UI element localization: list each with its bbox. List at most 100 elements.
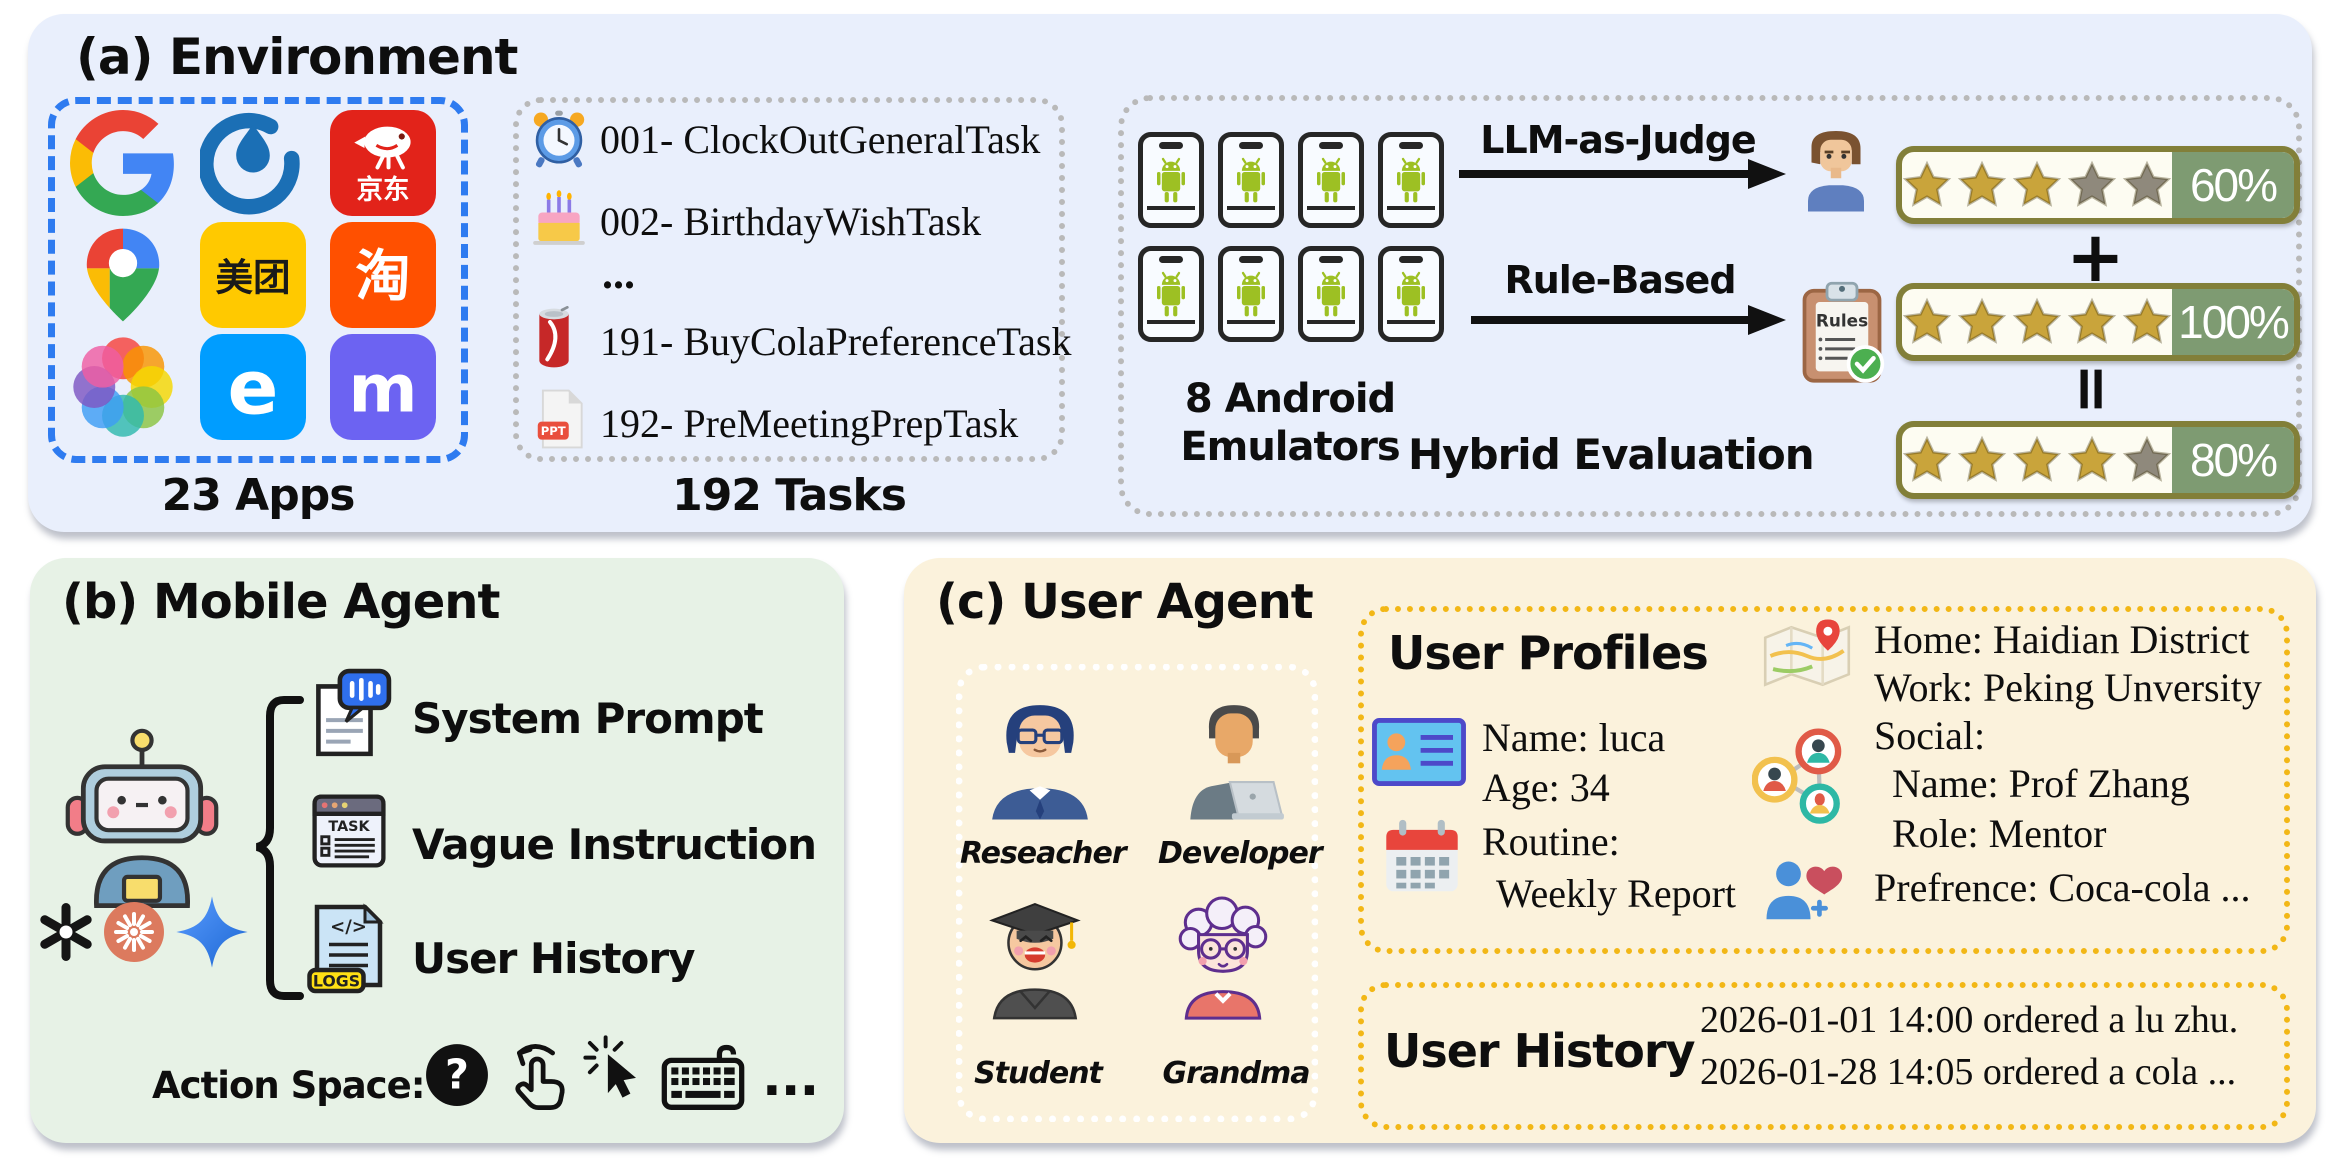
claude-logo-icon xyxy=(104,902,164,962)
mastodon-glyph: m xyxy=(348,350,417,427)
taobao-glyph: 淘 xyxy=(355,245,410,309)
jd-glyph: 京东 xyxy=(357,174,410,205)
cola-can-icon xyxy=(539,306,569,368)
alarm-clock-icon xyxy=(533,110,585,168)
llm-judge-score-bar: 60% xyxy=(1896,146,2300,224)
profile-routine-value: Weekly Report xyxy=(1496,871,1737,916)
profile-name: Name: luca xyxy=(1482,715,1666,760)
score-percent: 100% xyxy=(2172,289,2294,355)
emulator-phone xyxy=(1218,246,1284,342)
action-space-label: Action Space: xyxy=(152,1064,426,1107)
rule-based-arrow xyxy=(1471,305,1786,335)
code-glyph: </> xyxy=(330,917,367,938)
score-percent: 80% xyxy=(2172,427,2294,493)
apps-grid: 京东 美团 淘 xyxy=(58,107,448,443)
profile-home: Home: Haidian District xyxy=(1874,617,2250,662)
student-avatar xyxy=(989,903,1081,1020)
google-app-icon xyxy=(70,110,174,216)
star-icon xyxy=(1902,160,1952,210)
emulator-phone xyxy=(1138,246,1204,342)
star-icon xyxy=(2067,435,2117,485)
map-location-icon xyxy=(1763,619,1851,687)
star-icon xyxy=(1957,297,2007,347)
user-history-box xyxy=(1358,982,2290,1130)
emulator-phone xyxy=(1138,132,1204,228)
profile-work: Work: Peking Unversity xyxy=(1874,665,2262,710)
emulator-phone xyxy=(1298,246,1364,342)
eleme-app-icon: e xyxy=(200,334,306,440)
panel-b-title: (b) Mobile Agent xyxy=(62,574,500,630)
svg-text:?: ? xyxy=(445,1050,469,1098)
persona-label-student: Student xyxy=(974,1056,1103,1091)
star-icon xyxy=(1957,160,2007,210)
equals-sign: = xyxy=(2056,363,2130,414)
star-icon xyxy=(2012,160,2062,210)
ppt-glyph: PPT xyxy=(541,424,566,438)
profile-age: Age: 34 xyxy=(1482,765,1610,810)
task-label: 191- BuyColaPreferenceTask xyxy=(600,319,1072,364)
id-card-icon xyxy=(1372,718,1466,786)
persona-label-grandma: Grandma xyxy=(1162,1056,1311,1091)
star-icon xyxy=(2122,297,2172,347)
system-prompt-icon xyxy=(316,668,392,757)
calendar-icon xyxy=(1386,819,1458,892)
emulator-phone xyxy=(1378,132,1444,228)
personas-box xyxy=(956,664,1318,1122)
social-network-icon xyxy=(1752,728,1842,824)
rule-based-label: Rule-Based xyxy=(1504,258,1736,302)
persona-label-researcher: Reseacher xyxy=(960,836,1127,871)
apps-caption: 23 Apps xyxy=(161,470,356,521)
user-profiles-box xyxy=(1358,606,2290,954)
eleme-glyph: e xyxy=(228,344,279,432)
star-rating xyxy=(1902,427,2172,493)
system-prompt-label: System Prompt xyxy=(412,694,764,743)
cursor-click-action-icon xyxy=(583,1035,636,1098)
task-label: 002- BirthdayWishTask xyxy=(600,199,982,244)
star-icon xyxy=(2122,435,2172,485)
emulator-phone xyxy=(1218,132,1284,228)
vague-instruction-label: Vague Instruction xyxy=(412,820,817,869)
action-ellipsis: ... xyxy=(762,1048,819,1108)
star-icon xyxy=(1902,435,1952,485)
user-agent-panel xyxy=(904,558,2316,1143)
meituan-glyph: 美团 xyxy=(215,255,290,299)
rules-clipboard-icon: Rules xyxy=(1802,281,1885,383)
photos-app-icon xyxy=(73,337,173,437)
profile-social-role: Role: Mentor xyxy=(1892,811,2107,856)
google-maps-app-icon xyxy=(86,228,160,322)
water-drop-app-icon xyxy=(200,112,300,215)
persona-label-developer: Developer xyxy=(1158,836,1323,871)
panel-c-title: (c) User Agent xyxy=(936,574,1314,630)
android-emulators-grid xyxy=(1138,132,1444,342)
hybrid-score-bar: 80% xyxy=(1896,421,2300,499)
star-icon xyxy=(2012,435,2062,485)
emulators-label-line1: 8 Android xyxy=(1184,376,1396,422)
ppt-file-icon: PPT xyxy=(537,389,583,449)
researcher-avatar xyxy=(992,705,1088,820)
gemini-logo-icon xyxy=(176,896,248,968)
profile-routine-label: Routine: xyxy=(1482,819,1620,864)
task-glyph: TASK xyxy=(328,819,370,835)
profile-social-label: Social: xyxy=(1874,713,1986,758)
emulator-phone xyxy=(1378,246,1444,342)
tap-gesture-action-icon xyxy=(515,1044,565,1110)
history-line-1: 2026-01-01 14:00 ordered a lu zhu. xyxy=(1700,999,2239,1041)
mobile-agent-panel xyxy=(30,558,844,1143)
star-icon xyxy=(2067,160,2117,210)
birthday-cake-icon xyxy=(533,190,585,245)
human-judge-avatar xyxy=(1808,131,1864,212)
panel-a-title: (a) Environment xyxy=(76,28,518,86)
user-history-title: User History xyxy=(1384,1024,1696,1078)
openai-logo-icon xyxy=(40,903,92,961)
star-rating xyxy=(1902,152,2172,218)
meituan-app-icon: 美团 xyxy=(200,222,306,328)
profile-social-name: Name: Prof Zhang xyxy=(1892,761,2190,806)
question-action-icon: ? xyxy=(426,1044,488,1106)
mastodon-app-icon: m xyxy=(330,334,436,440)
apps-box xyxy=(48,97,468,463)
star-icon xyxy=(1902,297,1952,347)
grandma-avatar xyxy=(1178,896,1268,1020)
task-label: 192- PreMeetingPrepTask xyxy=(600,401,1019,446)
llm-judge-label: LLM-as-Judge xyxy=(1480,118,1756,162)
